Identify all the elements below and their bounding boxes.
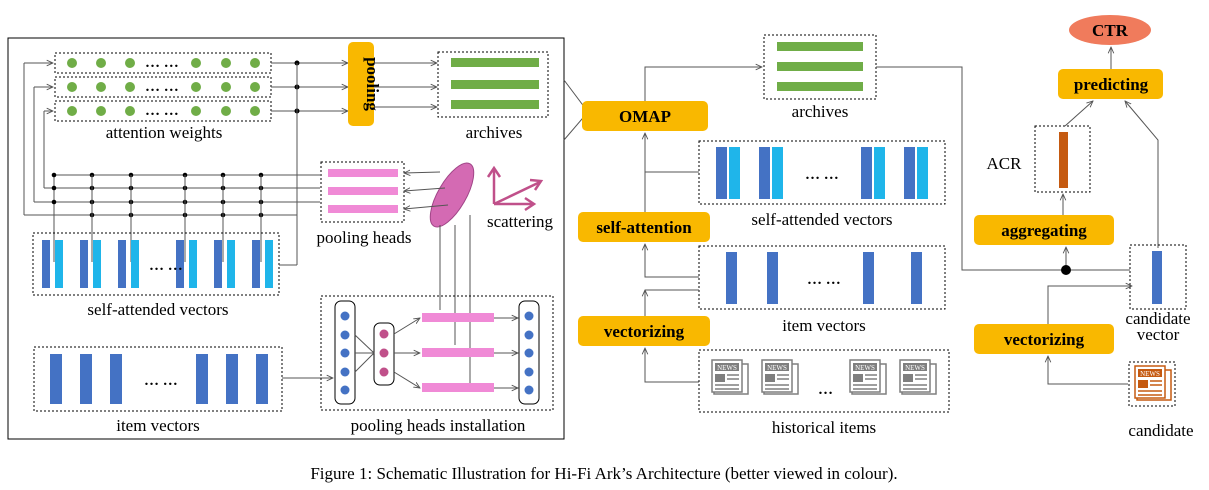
svg-text:… …: … … (144, 373, 178, 389)
middle-item-vectors: … … (698, 245, 946, 310)
candidate-vector (1129, 244, 1187, 310)
vectorizing-op-middle (578, 316, 710, 346)
candidate-label: candidate (1128, 421, 1193, 440)
self-attention-op (578, 212, 710, 242)
junction-dot (1061, 265, 1071, 275)
vectorizing-label-right: vectorizing (1004, 330, 1085, 349)
svg-text:NEWS: NEWS (767, 364, 787, 372)
ctr-label: CTR (1092, 21, 1129, 40)
self-attention-label: self-attention (596, 218, 692, 237)
aggregating-op (974, 215, 1114, 245)
omap-op (582, 101, 708, 131)
svg-text:… …: … … (145, 55, 179, 71)
svg-text:…: … (818, 382, 833, 398)
svg-text:NEWS: NEWS (717, 364, 737, 372)
vectorizing-op-right (974, 324, 1114, 354)
middle-item-vectors-label: item vectors (782, 316, 866, 335)
acr-label: ACR (987, 154, 1023, 173)
svg-text:… …: … … (149, 258, 183, 274)
candidate-vector-label-1: candidate (1125, 309, 1190, 328)
scattering-ellipse (429, 162, 475, 228)
pooling-label: pooling (363, 57, 382, 111)
attention-weights-group: … … … … … … (54, 52, 272, 122)
svg-text:NEWS: NEWS (905, 364, 925, 372)
acr-box (1034, 125, 1091, 193)
vectorizing-label-middle: vectorizing (604, 322, 685, 341)
candidate-news-icon: NEWS (1128, 361, 1176, 407)
middle-self-attended-label: self-attended vectors (751, 210, 892, 229)
aggregating-label: aggregating (1001, 221, 1087, 240)
omap-label: OMAP (619, 107, 671, 126)
left-item-vectors: … … (33, 346, 283, 412)
pooling-heads (320, 161, 405, 223)
left-self-attended-label: self-attended vectors (87, 300, 228, 319)
middle-archives (763, 34, 877, 100)
left-panel-frame (7, 37, 565, 440)
left-self-attended-vectors: … … (32, 232, 280, 296)
pooling-heads-installation-label: pooling heads installation (351, 416, 526, 435)
predicting-op (1058, 69, 1163, 99)
svg-text:… …: … … (145, 79, 179, 95)
news-icon: NEWS (899, 359, 937, 395)
candidate-vector-label-2: vector (1137, 325, 1180, 344)
pooling-op (348, 42, 374, 126)
svg-text:… …: … … (145, 103, 179, 119)
news-icon: NEWS (711, 359, 749, 395)
pooling-heads-label: pooling heads (317, 228, 412, 247)
middle-archives-label: archives (792, 102, 849, 121)
scattering-label: scattering (487, 212, 554, 231)
svg-text:… …: … … (807, 272, 841, 288)
figure-caption: Figure 1: Schematic Illustration for Hi-… (310, 464, 897, 483)
svg-text:… …: … … (805, 167, 839, 183)
attention-weights-label: attention weights (106, 123, 223, 142)
middle-self-attended-vectors: … … (698, 140, 946, 205)
left-archives (437, 51, 549, 118)
left-archives-label: archives (466, 123, 523, 142)
ctr-ellipse (1069, 15, 1151, 45)
news-icon: NEWS (849, 359, 887, 395)
news-icon: NEWS (761, 359, 799, 395)
svg-text:NEWS: NEWS (855, 364, 875, 372)
scattering-icon (486, 165, 544, 212)
historical-items-label: historical items (772, 418, 876, 437)
historical-items: NEWS NEWS NEWS NEWS … (698, 349, 950, 413)
left-item-vectors-label: item vectors (116, 416, 200, 435)
pooling-heads-installation (320, 295, 554, 411)
predicting-label: predicting (1074, 75, 1149, 94)
svg-text:NEWS: NEWS (1140, 370, 1160, 378)
